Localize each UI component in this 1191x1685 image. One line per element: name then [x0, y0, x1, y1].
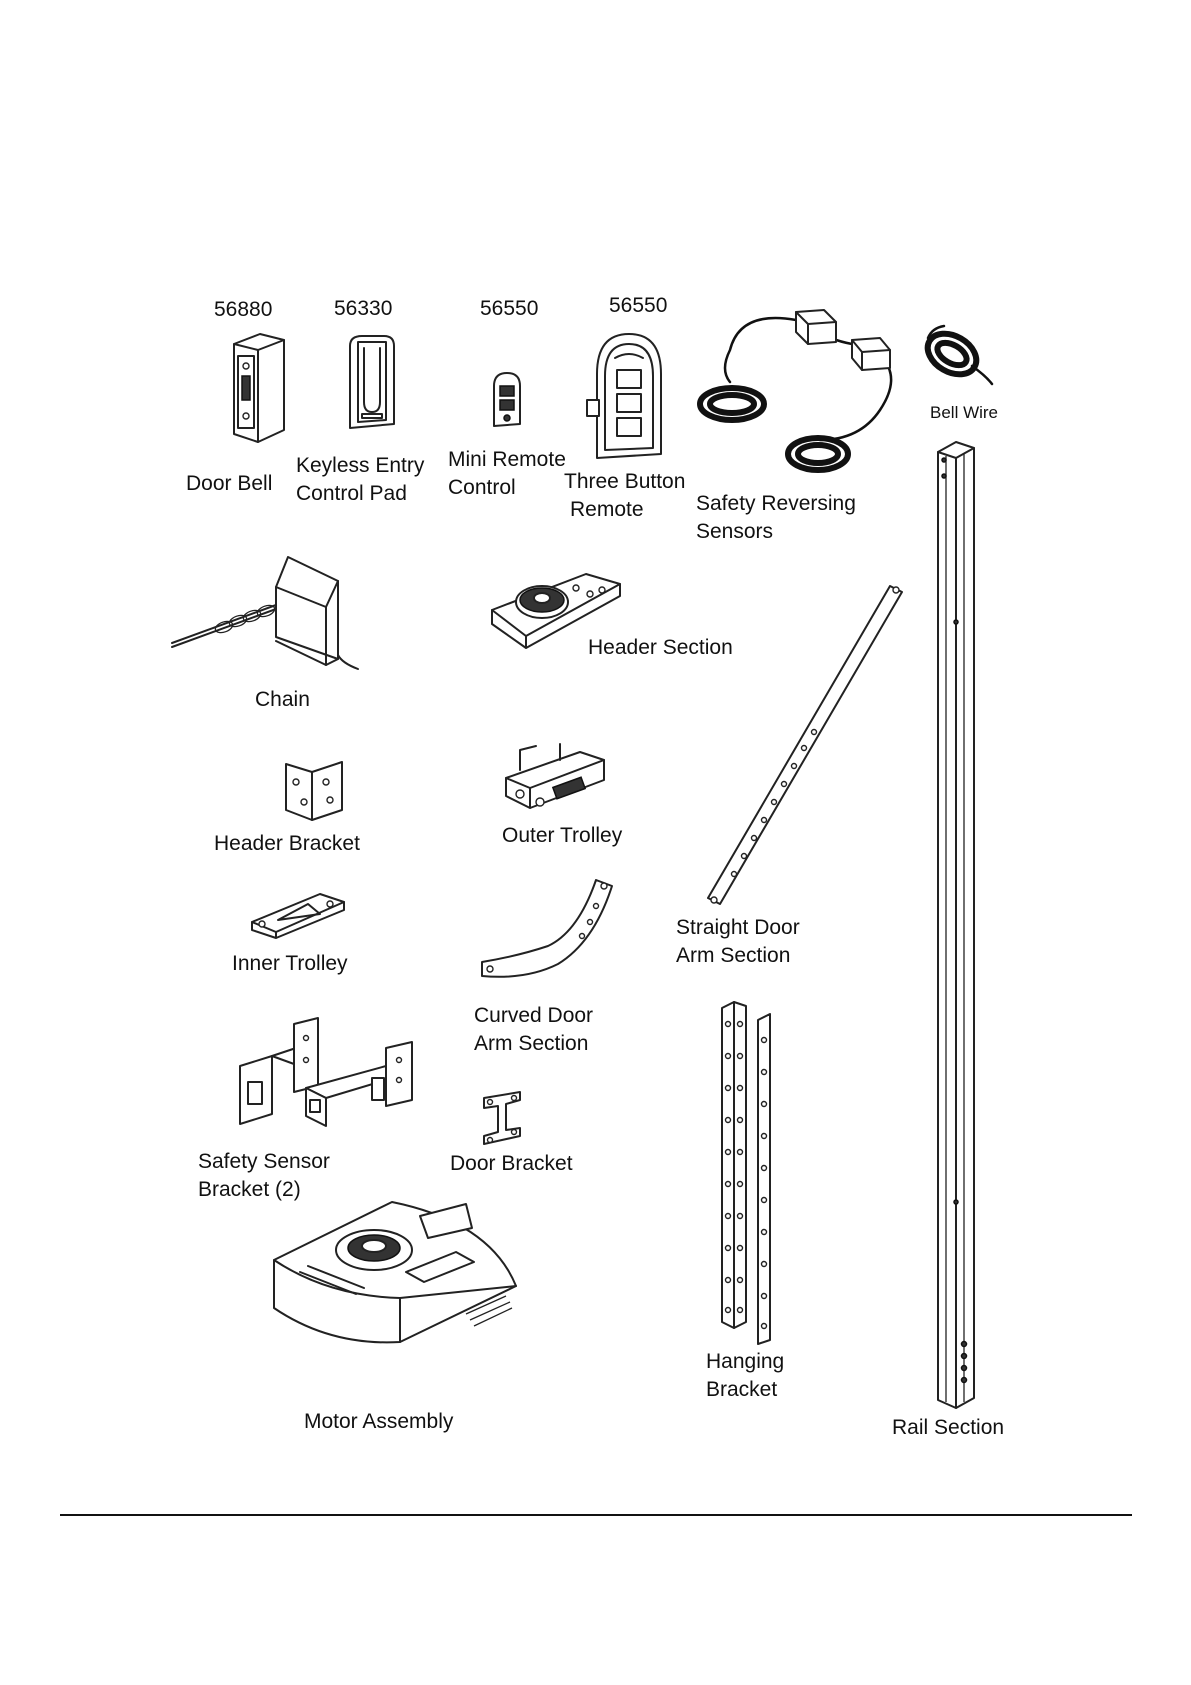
curved-door-arm-label-line-1: Curved Door: [474, 1004, 594, 1027]
footer-rule: [60, 1514, 1132, 1516]
door-bell-illustration: [228, 330, 288, 445]
mini-remote-label-line-2: Control: [448, 476, 516, 499]
keypad-label-line-1: Keyless Entry: [296, 454, 425, 477]
curved-door-arm-label-line-2: Arm Section: [474, 1032, 589, 1055]
hanging-bracket-illustration: [718, 1000, 788, 1345]
rail-section-illustration: [930, 440, 980, 1410]
hanging-bracket-label-line-1: Hanging: [706, 1350, 785, 1373]
three-button-label-line-1: Three Button: [564, 470, 686, 493]
outer-trolley-illustration: [500, 742, 610, 818]
door-bracket-illustration: [480, 1090, 530, 1146]
part-number-three-button: 56550: [609, 294, 668, 317]
curved-door-arm-illustration: [478, 876, 618, 986]
straight-door-arm-illustration: [706, 580, 906, 910]
door-bracket-label: Door Bracket: [450, 1152, 573, 1175]
straight-door-arm-label-line-2: Arm Section: [676, 944, 791, 967]
header-bracket-label: Header Bracket: [214, 832, 360, 855]
part-number-door-bell: 56880: [214, 298, 273, 321]
inner-trolley-illustration: [248, 890, 348, 940]
bell-wire-label: Bell Wire: [930, 403, 999, 422]
three-button-remote-illustration: [583, 330, 669, 460]
straight-door-arm-label-line-1: Straight Door: [676, 916, 800, 939]
part-number-mini-remote: 56550: [480, 297, 539, 320]
safety-sensor-bracket-label-line-1: Safety Sensor: [198, 1150, 330, 1173]
chain-label: Chain: [255, 688, 310, 711]
safety-sensors-label-line-1: Safety Reversing: [696, 492, 856, 515]
inner-trolley-label: Inner Trolley: [232, 952, 348, 975]
chain-illustration: [168, 555, 368, 675]
safety-sensor-bracket-illustration: [236, 1016, 422, 1128]
safety-sensor-bracket-label-line-2: Bracket (2): [198, 1178, 301, 1201]
motor-assembly-illustration: [270, 1196, 520, 1356]
three-button-label-line-2: Remote: [570, 498, 644, 521]
motor-assembly-label: Motor Assembly: [304, 1410, 454, 1433]
part-number-keypad: 56330: [334, 297, 393, 320]
door-bell-label: Door Bell: [186, 472, 273, 495]
safety-sensors-illustration: [697, 300, 910, 480]
header-bracket-illustration: [282, 756, 346, 826]
mini-remote-label-line-1: Mini Remote: [448, 448, 566, 471]
rail-section-label: Rail Section: [892, 1416, 1005, 1439]
header-section-illustration: [486, 560, 626, 650]
header-section-label: Header Section: [588, 636, 733, 659]
keypad-label-line-2: Control Pad: [296, 482, 407, 505]
bell-wire-illustration: [920, 322, 1000, 386]
hanging-bracket-label-line-2: Bracket: [706, 1378, 778, 1401]
keypad-illustration: [346, 332, 398, 432]
mini-remote-illustration: [490, 370, 524, 430]
safety-sensors-label-line-2: Sensors: [696, 520, 774, 543]
outer-trolley-label: Outer Trolley: [502, 824, 623, 847]
